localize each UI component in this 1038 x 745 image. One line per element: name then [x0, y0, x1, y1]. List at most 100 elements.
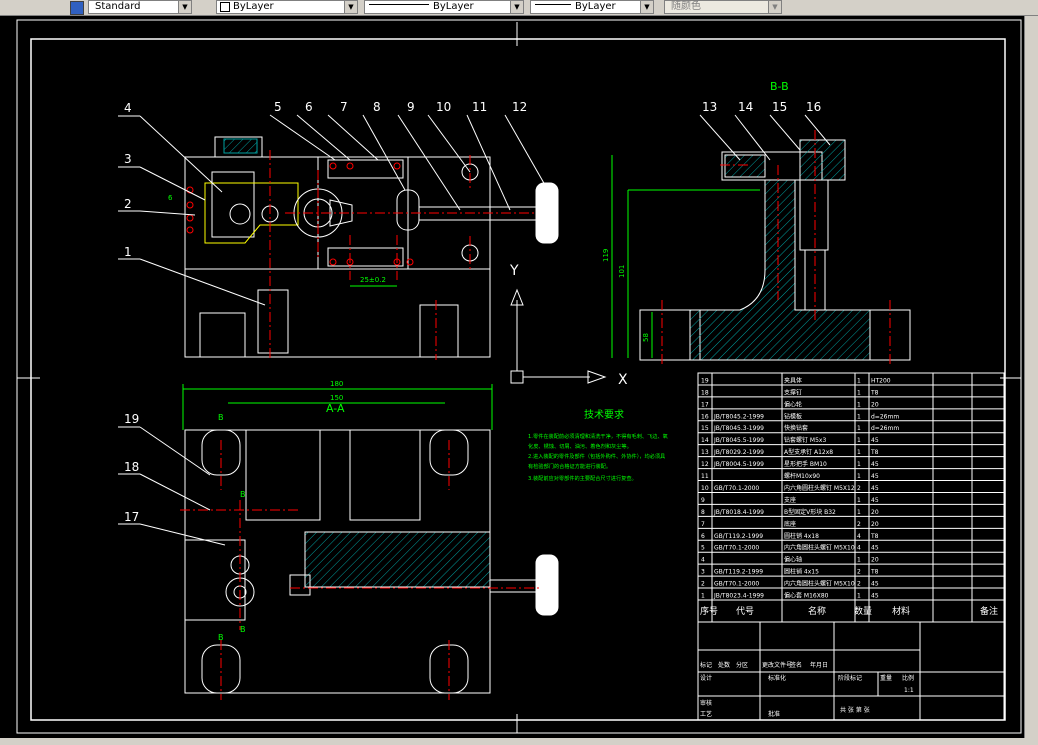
- color-dropdown[interactable]: 随颜色 ▼: [664, 0, 782, 14]
- chevron-down-icon[interactable]: ▼: [344, 1, 357, 13]
- svg-text:备注: 备注: [980, 605, 998, 617]
- bom-cell-qty: 1: [857, 389, 861, 396]
- bom-cell-name: 圆柱销 4x18: [784, 532, 819, 540]
- bom-cell-code: JB/T8023.4-1999: [713, 593, 764, 600]
- part-number-labels-right: 13 14 15 16: [702, 100, 821, 114]
- dim-180-150: [182, 384, 493, 430]
- bom-cell-qty: 1: [857, 497, 861, 504]
- dim-6-label: 6: [168, 194, 173, 202]
- lineweight-value: ByLayer: [575, 1, 616, 12]
- svg-text:签名: 签名: [790, 661, 802, 669]
- section-bb-view: [639, 139, 911, 361]
- lineweight-sample: [535, 4, 571, 5]
- bom-cell-qty: 4: [857, 545, 861, 552]
- text-style-dropdown[interactable]: Standard ▼: [88, 0, 192, 14]
- toolbar: Standard ▼ ByLayer ▼ ByLayer ▼ ByLayer ▼…: [0, 0, 1038, 16]
- linetype-dropdown[interactable]: ByLayer ▼: [364, 0, 524, 14]
- leader-lines-top: [118, 114, 546, 306]
- bom-cell-mat: HT200: [871, 377, 891, 384]
- bom-cell-no: 5: [701, 545, 705, 552]
- bom-cell-code: GB/T70.1-2000: [714, 581, 759, 588]
- drawing-canvas[interactable]: 25±0.2 6 4 3 2 1 5 6 7 8 9 10 11 12 B-B: [0, 16, 1024, 738]
- bom-cell-qty: 1: [857, 401, 861, 408]
- leader-lines-bottom: [118, 426, 226, 546]
- bom-cell-qty: 1: [857, 473, 861, 480]
- chevron-down-icon[interactable]: ▼: [768, 1, 781, 13]
- bom-cell-mat: 45: [871, 593, 879, 600]
- svg-text:阶段标记: 阶段标记: [838, 674, 862, 682]
- dim-101-label: 101: [618, 265, 626, 278]
- bom-cell-qty: 1: [857, 509, 861, 516]
- svg-text:13: 13: [702, 100, 717, 114]
- text-style-icon[interactable]: [70, 1, 84, 15]
- bom-cell-qty: 1: [857, 557, 861, 564]
- bom-cell-mat: 45: [871, 473, 879, 480]
- bom-cell-qty: 1: [857, 449, 861, 456]
- bom-cell-mat: T8: [870, 569, 879, 576]
- bom-cell-name: B型固定V形块 B32: [784, 508, 836, 516]
- svg-text:11: 11: [472, 100, 487, 114]
- bom-cell-no: 9: [701, 497, 705, 504]
- svg-text:4: 4: [124, 101, 132, 115]
- axis-x-label: X: [618, 372, 628, 388]
- bom-cell-no: 14: [701, 437, 709, 444]
- title-block: 标记 处数 分区 更改文件号 签名 年月日 设计 标准化 阶段标记 重量 比例 …: [700, 661, 914, 718]
- bom-cell-name: 支撑钉: [784, 388, 802, 396]
- bom-cell-code: GB/T70.1-2000: [714, 485, 759, 492]
- bom-cell-mat: 20: [871, 401, 879, 408]
- bom-cell-name: 内六角圆柱头螺钉 M5X12: [784, 484, 855, 492]
- layer-dropdown[interactable]: ByLayer ▼: [216, 0, 358, 14]
- svg-text:1:1: 1:1: [904, 687, 914, 694]
- lineweight-dropdown[interactable]: ByLayer ▼: [530, 0, 654, 14]
- svg-text:共 张 第 张: 共 张 第 张: [840, 706, 870, 714]
- bom-cell-qty: 2: [857, 485, 861, 492]
- bom-cell-code: GB/T119.2-1999: [714, 533, 763, 540]
- bom-cell-mat: 20: [871, 557, 879, 564]
- bom-cell-name: 支座: [784, 496, 796, 504]
- bom-cell-no: 1: [701, 593, 705, 600]
- bom-cell-no: 16: [701, 413, 709, 420]
- vertical-scrollbar[interactable]: [1024, 16, 1038, 738]
- svg-text:9: 9: [407, 100, 415, 114]
- status-bar: [0, 738, 1038, 745]
- svg-text:工艺: 工艺: [700, 710, 712, 718]
- svg-text:更改文件号: 更改文件号: [762, 661, 792, 669]
- chevron-down-icon[interactable]: ▼: [510, 1, 523, 13]
- section-aa-view: [184, 429, 538, 694]
- text-style-value: Standard: [95, 1, 141, 12]
- bom-cell-mat: 20: [871, 509, 879, 516]
- bom-cell-mat: 45: [871, 461, 879, 468]
- svg-text:2: 2: [124, 197, 132, 211]
- star-knob: [535, 182, 559, 244]
- bom-cell-name: 偏心套 M16X80: [784, 592, 829, 600]
- bom-cell-code: GB/T70.1-2000: [714, 545, 759, 552]
- svg-text:批准: 批准: [768, 710, 780, 718]
- svg-text:14: 14: [738, 100, 753, 114]
- svg-text:B: B: [218, 413, 224, 422]
- svg-text:序号: 序号: [700, 605, 718, 617]
- svg-text:年月日: 年月日: [810, 661, 828, 669]
- linetype-sample: [369, 4, 429, 5]
- bom-cell-qty: 1: [857, 377, 861, 384]
- bom-cell-mat: T8: [870, 389, 879, 396]
- bom-cell-name: 内六角圆柱头螺钉 M5X10: [784, 580, 855, 588]
- svg-text:数量: 数量: [854, 605, 872, 617]
- section-bb-centerlines: [661, 130, 891, 365]
- dim-58-label: 58: [642, 333, 650, 342]
- dim-180-label: 180: [330, 380, 343, 388]
- leader-lines-right: [699, 114, 831, 161]
- bom-cell-qty: 1: [857, 593, 861, 600]
- svg-text:12: 12: [512, 100, 527, 114]
- bom-cell-no: 6: [701, 533, 705, 540]
- star-knob-bottom: [535, 554, 559, 616]
- chevron-down-icon[interactable]: ▼: [178, 1, 191, 13]
- svg-text:8: 8: [373, 100, 381, 114]
- svg-text:3: 3: [124, 152, 132, 166]
- bom-cell-mat: T8: [870, 449, 879, 456]
- bom-cell-no: 17: [701, 401, 709, 408]
- svg-text:5: 5: [274, 100, 282, 114]
- chevron-down-icon[interactable]: ▼: [640, 1, 653, 13]
- front-view: [184, 136, 538, 358]
- ucs-icon: [510, 288, 607, 384]
